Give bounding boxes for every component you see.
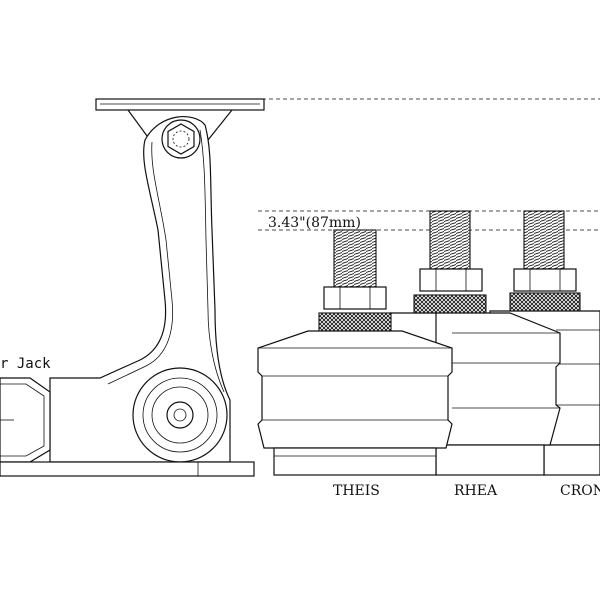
foot-rhea bbox=[390, 210, 561, 476]
jack-label: r Jack bbox=[0, 356, 51, 372]
model-label-cron: CRON bbox=[560, 483, 600, 499]
model-label-theis: THEIS bbox=[333, 483, 380, 499]
foot-theis bbox=[257, 229, 453, 476]
height-dimension-label: 3.43"(87mm) bbox=[268, 215, 361, 231]
jack-stand bbox=[0, 98, 265, 477]
model-label-rhea: RHEA bbox=[454, 483, 498, 499]
reference-lines bbox=[258, 98, 600, 231]
